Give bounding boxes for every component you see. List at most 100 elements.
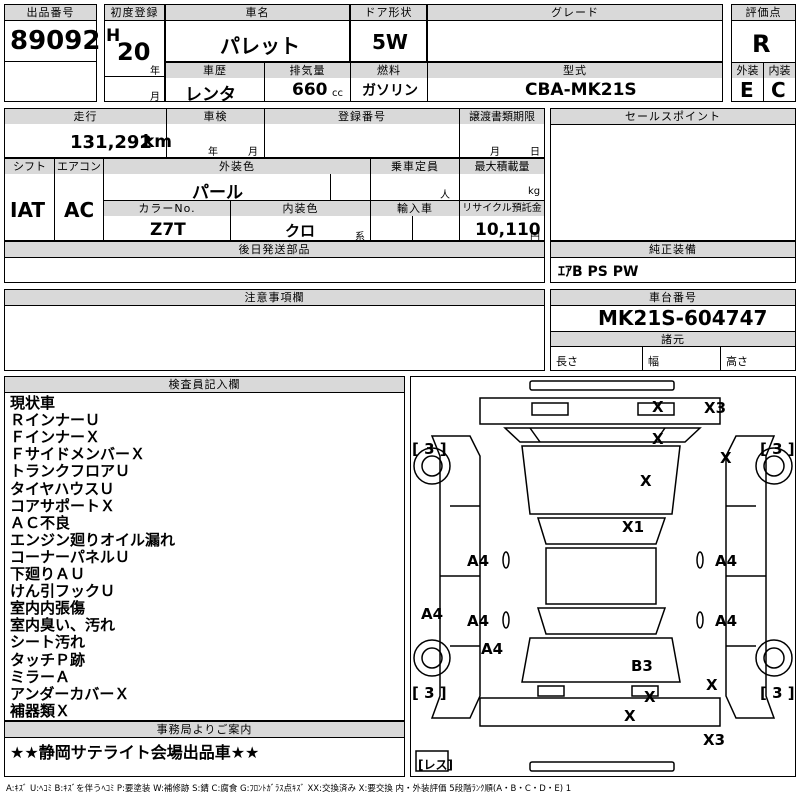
inspector-note: 室内内張傷: [10, 599, 86, 618]
displacement-label: 排気量: [265, 63, 350, 78]
kei-unit: 系: [355, 232, 365, 243]
first-reg-box: [104, 4, 165, 102]
mark-door-fl: A4: [467, 552, 490, 570]
inspector-label: 検査員記入欄: [5, 377, 404, 392]
capacity-unit: 人: [440, 190, 450, 201]
inspector-note: タイヤハウスＵ: [10, 479, 115, 498]
chassis-number: MK21S-604747: [598, 306, 768, 330]
score-label: 評価点: [732, 5, 795, 20]
score-value: R: [752, 30, 771, 58]
row2-box: [4, 108, 545, 158]
caution-label: 注意事項欄: [5, 290, 544, 305]
transfer-month: 月: [490, 147, 500, 158]
first-reg-label: 初度登録: [105, 5, 164, 20]
inspector-note: ＦサイドメンバーＸ: [10, 445, 146, 464]
recycle-value: 10,110: [475, 220, 541, 240]
fuel-value: ガソリン: [362, 83, 418, 99]
mark-rear-bumper: X: [624, 707, 636, 725]
right-side-shape: [725, 435, 776, 719]
rear-bumper-shape: [529, 761, 675, 772]
front-body-shape: [479, 397, 721, 425]
car-name-label: 車名: [166, 5, 349, 20]
int-label: 内装: [764, 63, 795, 78]
mark-hood-front: X: [652, 430, 664, 448]
transfer-day: 日: [530, 147, 540, 158]
door-type: 5W: [372, 30, 408, 54]
inspector-box: [4, 376, 405, 721]
inspection-year: 年: [208, 147, 218, 158]
mileage-value: 131,292: [70, 132, 152, 153]
mark-door-rr: A4: [715, 612, 738, 630]
year-unit: 年: [150, 66, 160, 77]
interior-value: クロ: [285, 222, 316, 240]
inspector-note: ＡＣ不良: [10, 513, 71, 532]
mark-hood: X: [640, 472, 652, 490]
door-label: ドア形状: [351, 5, 426, 20]
color-label: 外装色: [104, 159, 370, 174]
load-unit: kg: [528, 186, 541, 197]
office-notice: ★★静岡サテライト会場出品車★★: [10, 743, 260, 762]
mark-rear-corner: X: [706, 676, 718, 694]
chassis-box: [550, 289, 796, 371]
mark-door-rl: A4: [467, 612, 490, 630]
inspector-note: ＲインナーＵ: [10, 411, 101, 430]
inspector-note: 下廻りＡＵ: [10, 565, 86, 583]
colorno-value: Z7T: [150, 220, 186, 240]
spare-tire-shape: [415, 750, 449, 772]
inspection-month: 月: [248, 147, 258, 158]
spare-less-label: [レス]: [418, 758, 453, 772]
capacity-label: 乗車定員: [371, 159, 459, 174]
diagram-box: [410, 376, 796, 777]
rear-glass-shape: [536, 607, 667, 635]
inspection-label: 車検: [167, 109, 264, 124]
sales-point-label: セールスポイント: [551, 109, 795, 124]
equipment-label: 純正装備: [551, 242, 795, 257]
inspector-note: ＦインナーＸ: [10, 428, 101, 447]
era: H: [106, 26, 121, 46]
inspector-note: けん引フックＵ: [10, 582, 116, 601]
mark-windshield: X1: [622, 518, 645, 536]
color-value: パール: [192, 183, 243, 203]
inspector-note: トランクフロアＵ: [10, 462, 131, 481]
spec-height: 高さ: [726, 355, 748, 368]
inspector-note: エンジン廻りオイル漏れ: [10, 530, 176, 549]
row3-box: [4, 158, 545, 241]
int-score: C: [771, 78, 786, 102]
tire-rl: [413, 639, 451, 677]
mileage-label: 走行: [5, 109, 166, 124]
mark-pillar-l: A4: [421, 605, 444, 623]
inspector-note: コアサポートＸ: [10, 496, 116, 515]
mark-rear-corner2: X3: [703, 731, 726, 749]
car-name: パレット: [220, 34, 300, 58]
recycle-label: リサイクル預託金: [460, 201, 544, 216]
tire-rr: [755, 639, 793, 677]
hood-shape: [521, 445, 681, 515]
tailgate-shape: [521, 637, 681, 683]
later-parts-box: [4, 241, 545, 283]
car-name-box: [165, 4, 350, 62]
inspector-note: 室内臭い、汚れ: [10, 616, 116, 635]
mark-qtr-l: A4: [481, 640, 504, 658]
colorno-label: カラーNo.: [104, 201, 230, 216]
grade-label: グレード: [428, 5, 722, 20]
inspector-note: 現状車: [10, 394, 56, 412]
model-value: CBA-MK21S: [525, 80, 637, 100]
equipment-box: [550, 241, 796, 283]
shift-label: シフト: [5, 159, 54, 174]
tire-bl-label: [ 3 ]: [412, 684, 447, 702]
shift-value: IAT: [10, 198, 46, 222]
car-diagram: [413, 380, 793, 772]
later-parts-label: 後日発送部品: [5, 242, 544, 257]
equipment-value: ｴｱB PS PW: [558, 264, 639, 280]
ext-score: E: [740, 78, 754, 102]
tire-tl-label: [ 3 ]: [412, 440, 447, 458]
spec-length: 長さ: [556, 355, 578, 368]
load-label: 最大積載量: [460, 159, 544, 174]
ac-label: エアコン: [55, 159, 103, 174]
cc-unit: cc: [332, 88, 343, 99]
mark-roof-rear: B3: [631, 657, 653, 675]
displacement-value: 660: [292, 80, 328, 100]
spec-width: 幅: [648, 355, 659, 368]
office-label: 事務局よりご案内: [5, 722, 404, 737]
roof-shape: [545, 547, 657, 605]
